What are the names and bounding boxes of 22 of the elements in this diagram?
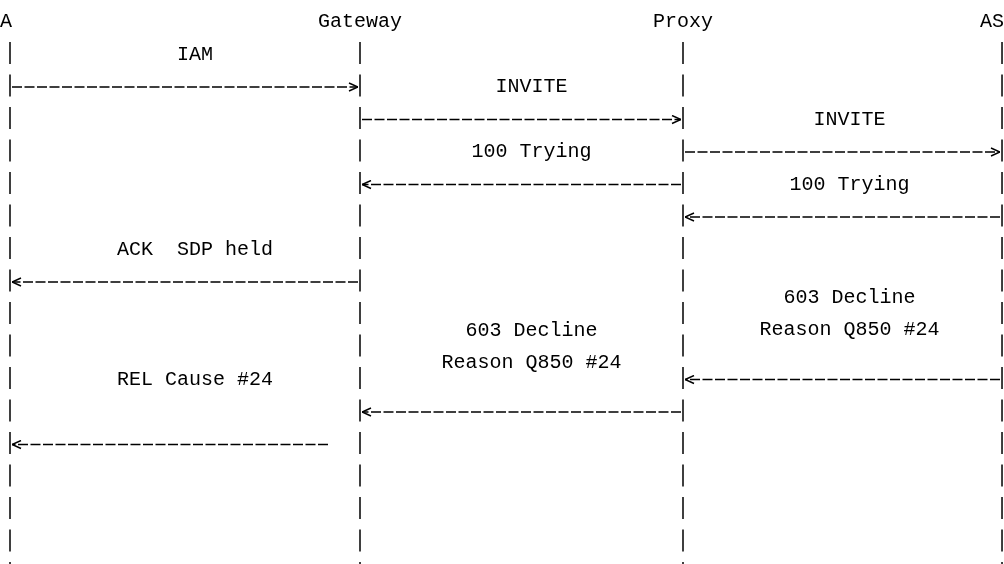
message-arrow (684, 212, 1001, 222)
edge-label: 100 Trying (470, 139, 593, 165)
edge-label: 603 Decline Reason Q850 #24 (440, 317, 623, 376)
edge-label: ACK SDP held (116, 236, 274, 263)
message-arrow (11, 82, 359, 92)
edge-label: REL Cause #24 (116, 366, 274, 393)
edge-label: INVITE (812, 106, 887, 133)
edge-label: IAM (176, 41, 214, 68)
message-arrow (11, 439, 329, 450)
message-arrow (361, 179, 682, 190)
edge-label: INVITE (494, 74, 569, 100)
message-arrow (361, 407, 682, 417)
message-arrow (11, 277, 359, 287)
message-arrow (684, 374, 1001, 385)
message-arrow (684, 147, 1001, 157)
edge-label: 603 Decline Reason Q850 #24 (758, 285, 941, 344)
participant-label: Proxy (653, 10, 713, 34)
participant-label: AS (980, 10, 1004, 34)
participant-label: Gateway (318, 10, 402, 34)
edge-label: 100 Trying (788, 171, 911, 198)
participant-label: A (0, 10, 12, 34)
message-arrow (361, 114, 682, 125)
